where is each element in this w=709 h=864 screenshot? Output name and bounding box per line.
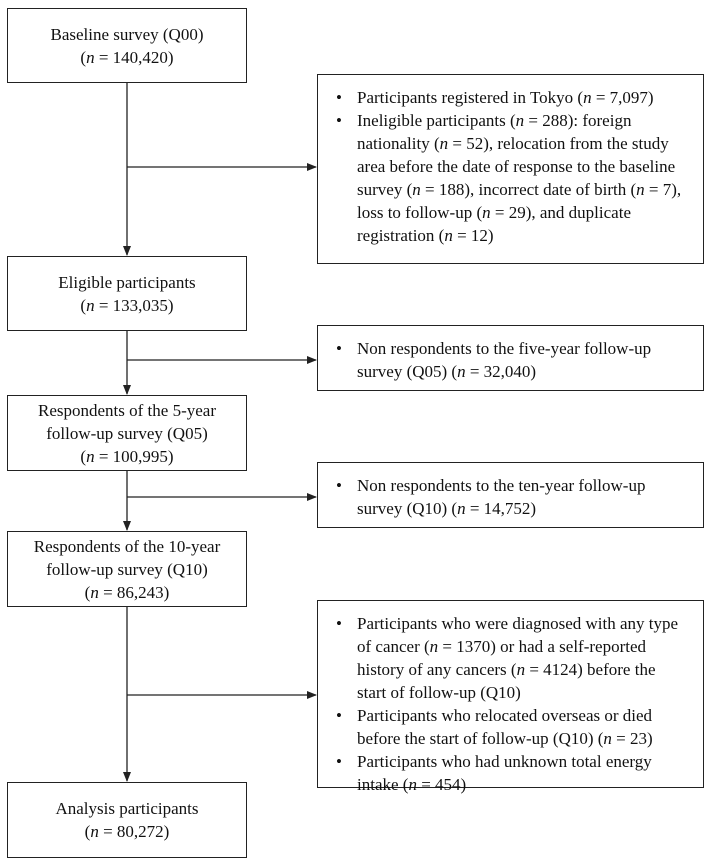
exclusion-item-line: Non respondents to the five-year follow-… [357,339,652,358]
box-subtitle: follow-up survey (Q10) [46,559,208,579]
exclusion-item: • Participants who had unknown total ener… [330,750,691,796]
bullet-icon: • [336,111,342,130]
exclusion-item-line: survey (n = 188), incorrect date of birt… [357,180,682,199]
exclusion-item: • Participants who relocated overseas or … [330,704,691,750]
analysis-participants-box: Analysis participants (n = 80,272) [7,782,247,858]
box-title: Respondents of the 10-year [33,536,221,556]
exclusion-item-line: Non respondents to the ten-year follow-u… [357,476,646,495]
exclusion-box-q10: • Non respondents to the ten-year follow-… [317,462,704,528]
exclusion-item: • Ineligible participants (n = 288): fore… [330,109,691,247]
bullet-icon: • [336,752,342,771]
exclusion-item-line: start of follow-up (Q10) [357,683,521,702]
bullet-icon: • [336,476,342,495]
box-count: (n = 133,035) [80,295,174,315]
exclusion-item-line: intake (n = 454) [357,775,467,794]
exclusion-item-line: history of any cancers (n = 4124) before… [357,660,656,679]
exclusion-box-q05: • Non respondents to the five-year follow… [317,325,704,391]
exclusion-item-line: before the start of follow-up (Q10) (n =… [357,729,653,748]
exclusion-item-line: of cancer (n = 1370) or had a self-repor… [357,637,647,656]
exclusion-item-line: loss to follow-up (n = 29), and duplicat… [357,203,631,222]
exclusion-item-line: nationality (n = 52), relocation from th… [357,134,669,153]
eligible-participants-box: Eligible participants (n = 133,035) [7,256,247,331]
box-count: (n = 100,995) [80,446,174,466]
box-title: Analysis participants [55,799,199,818]
exclusion-item-line: area before the date of response to the … [357,157,676,176]
exclusion-item-line: Ineligible participants (n = 288): forei… [357,111,632,130]
exclusion-item-line: survey (Q10) (n = 14,752) [357,499,537,518]
exclusion-item: • Non respondents to the ten-year follow-… [330,474,691,520]
exclusion-item-line: Participants who had unknown total energ… [357,752,652,771]
exclusion-item: • Non respondents to the five-year follow… [330,337,691,383]
bullet-icon: • [336,339,342,358]
exclusion-item: • Participants registered in Tokyo (n = 7… [330,86,691,109]
box-count: (n = 86,243) [84,582,170,602]
exclusion-item-line: Participants registered in Tokyo (n = 7,… [357,88,654,107]
exclusion-list: • Non respondents to the five-year follow… [330,337,691,383]
box-title: Baseline survey (Q00) [50,24,204,44]
box-count: (n = 80,272) [84,822,170,841]
box-title: Eligible participants [58,272,196,292]
exclusion-item: • Participants who were diagnosed with an… [330,612,691,704]
exclusion-item-line: Participants who were diagnosed with any… [357,614,679,633]
exclusion-list: • Participants who were diagnosed with an… [330,612,691,796]
baseline-survey-box: Baseline survey (Q00) (n = 140,420) [7,8,247,83]
bullet-icon: • [336,614,342,633]
exclusion-list: • Non respondents to the ten-year follow-… [330,474,691,520]
box-subtitle: follow-up survey (Q05) [46,423,208,443]
exclusion-list: • Participants registered in Tokyo (n = 7… [330,86,691,247]
exclusion-item-line: survey (Q05) (n = 32,040) [357,362,537,381]
exclusion-item-line: Participants who relocated overseas or d… [357,706,653,725]
exclusion-item-line: registration (n = 12) [357,226,494,245]
exclusion-box-analysis: • Participants who were diagnosed with an… [317,600,704,794]
bullet-icon: • [336,88,342,107]
q10-respondents-box: Respondents of the 10-year follow-up sur… [7,531,247,607]
box-count: (n = 140,420) [80,47,174,67]
bullet-icon: • [336,706,342,725]
q05-respondents-box: Respondents of the 5-year follow-up surv… [7,395,247,471]
exclusion-box-baseline: • Participants registered in Tokyo (n = 7… [317,74,704,264]
box-title: Respondents of the 5-year [38,400,216,420]
